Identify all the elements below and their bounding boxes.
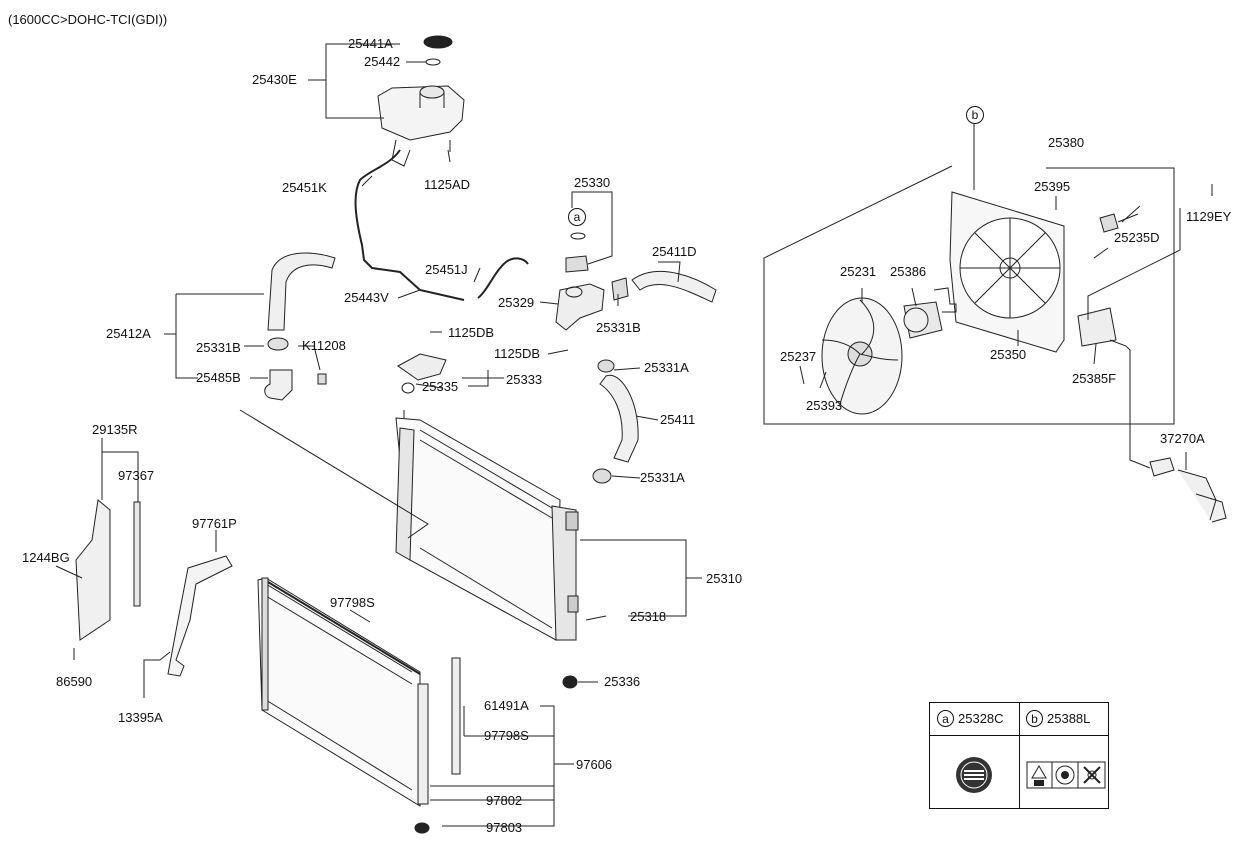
part-13395A[interactable]: 13395A (118, 710, 163, 725)
part-25318[interactable]: 25318 (630, 609, 667, 624)
part-25331A-top[interactable]: 25331A (644, 360, 689, 375)
part-25331B-left[interactable]: 25331B (196, 340, 241, 355)
part-1125DB-mid[interactable]: 1125DB (494, 346, 541, 361)
upper-hose-drawing (267, 252, 336, 331)
part-25331B-right[interactable]: 25331B (596, 320, 641, 335)
legend-callout-b: b (1026, 710, 1043, 727)
callout-a[interactable]: a (568, 208, 586, 226)
legend-part-a: 25328C (958, 711, 1004, 726)
overflow-hose-drawing (354, 149, 465, 301)
part-1244BG[interactable]: 1244BG (22, 550, 70, 565)
part-61491A[interactable]: 61491A (484, 698, 529, 713)
part-97761P[interactable]: 97761P (192, 516, 237, 531)
fan-shroud-drawing (949, 191, 1065, 353)
part-97798S-bottom[interactable]: 97798S (484, 728, 529, 743)
part-1129EY[interactable]: 1129EY (1186, 209, 1232, 224)
part-97606[interactable]: 97606 (576, 757, 613, 772)
radiator-drawing (395, 410, 579, 689)
fan-blade-drawing (821, 297, 903, 415)
engine-spec-heading: (1600CC>DOHC-TCI(GDI)) (8, 12, 168, 27)
callout-b[interactable]: b (966, 106, 984, 124)
part-1125DB-top[interactable]: 1125DB (448, 325, 495, 340)
leader-lines (55, 43, 1187, 827)
part-25430E[interactable]: 25430E (252, 72, 297, 87)
part-25412A[interactable]: 25412A (106, 326, 151, 341)
part-25330[interactable]: 25330 (574, 175, 611, 190)
part-25441A[interactable]: 25441A (348, 36, 393, 51)
fan-motor-drawing (903, 287, 957, 339)
part-25331A-bottom[interactable]: 25331A (640, 470, 685, 485)
part-97367[interactable]: 97367 (118, 468, 155, 483)
part-25333[interactable]: 25333 (506, 372, 543, 387)
part-29135R[interactable]: 29135R (92, 422, 138, 437)
part-25442[interactable]: 25442 (364, 54, 401, 69)
legend-callout-a: a (937, 710, 954, 727)
condenser-drawing (257, 577, 430, 834)
part-25411[interactable]: 25411 (660, 412, 696, 427)
part-25386[interactable]: 25386 (890, 264, 927, 279)
part-25443V[interactable]: 25443V (344, 290, 389, 305)
label-seal-icon (956, 757, 992, 793)
part-25335[interactable]: 25335 (422, 379, 459, 394)
part-25237[interactable]: 25237 (780, 349, 817, 364)
part-25310[interactable]: 25310 (706, 571, 743, 586)
part-97798S-top[interactable]: 97798S (330, 595, 375, 610)
part-25385F[interactable]: 25385F (1072, 371, 1117, 386)
part-1125AD[interactable]: 1125AD (424, 177, 471, 192)
part-K11208[interactable]: K11208 (302, 338, 346, 353)
legend-cell-a[interactable]: a 25328C (937, 710, 1004, 727)
legend-part-b: 25388L (1047, 711, 1091, 726)
part-25350[interactable]: 25350 (990, 347, 1027, 362)
legend-divider (1019, 703, 1020, 808)
part-25329[interactable]: 25329 (498, 295, 535, 310)
part-25336[interactable]: 25336 (604, 674, 641, 689)
part-25235D[interactable]: 25235D (1114, 230, 1160, 245)
part-25485B[interactable]: 25485B (196, 370, 241, 385)
part-97803[interactable]: 97803 (486, 820, 523, 835)
part-37270A[interactable]: 37270A (1160, 431, 1205, 446)
reservoir-tank-drawing (377, 35, 465, 167)
fan-warning-label-icon (1026, 761, 1106, 789)
part-97802[interactable]: 97802 (486, 793, 523, 808)
part-25393[interactable]: 25393 (806, 398, 843, 413)
part-25231[interactable]: 25231 (840, 264, 877, 279)
part-25395[interactable]: 25395 (1034, 179, 1071, 194)
part-25380[interactable]: 25380 (1048, 135, 1085, 150)
part-86590[interactable]: 86590 (56, 674, 93, 689)
part-25411D[interactable]: 25411D (652, 244, 697, 259)
legend-cell-b[interactable]: b 25388L (1026, 710, 1090, 727)
part-25451K[interactable]: 25451K (282, 180, 327, 195)
part-25451J[interactable]: 25451J (425, 262, 468, 277)
callout-legend-table: a 25328C b 25388L (929, 702, 1109, 809)
